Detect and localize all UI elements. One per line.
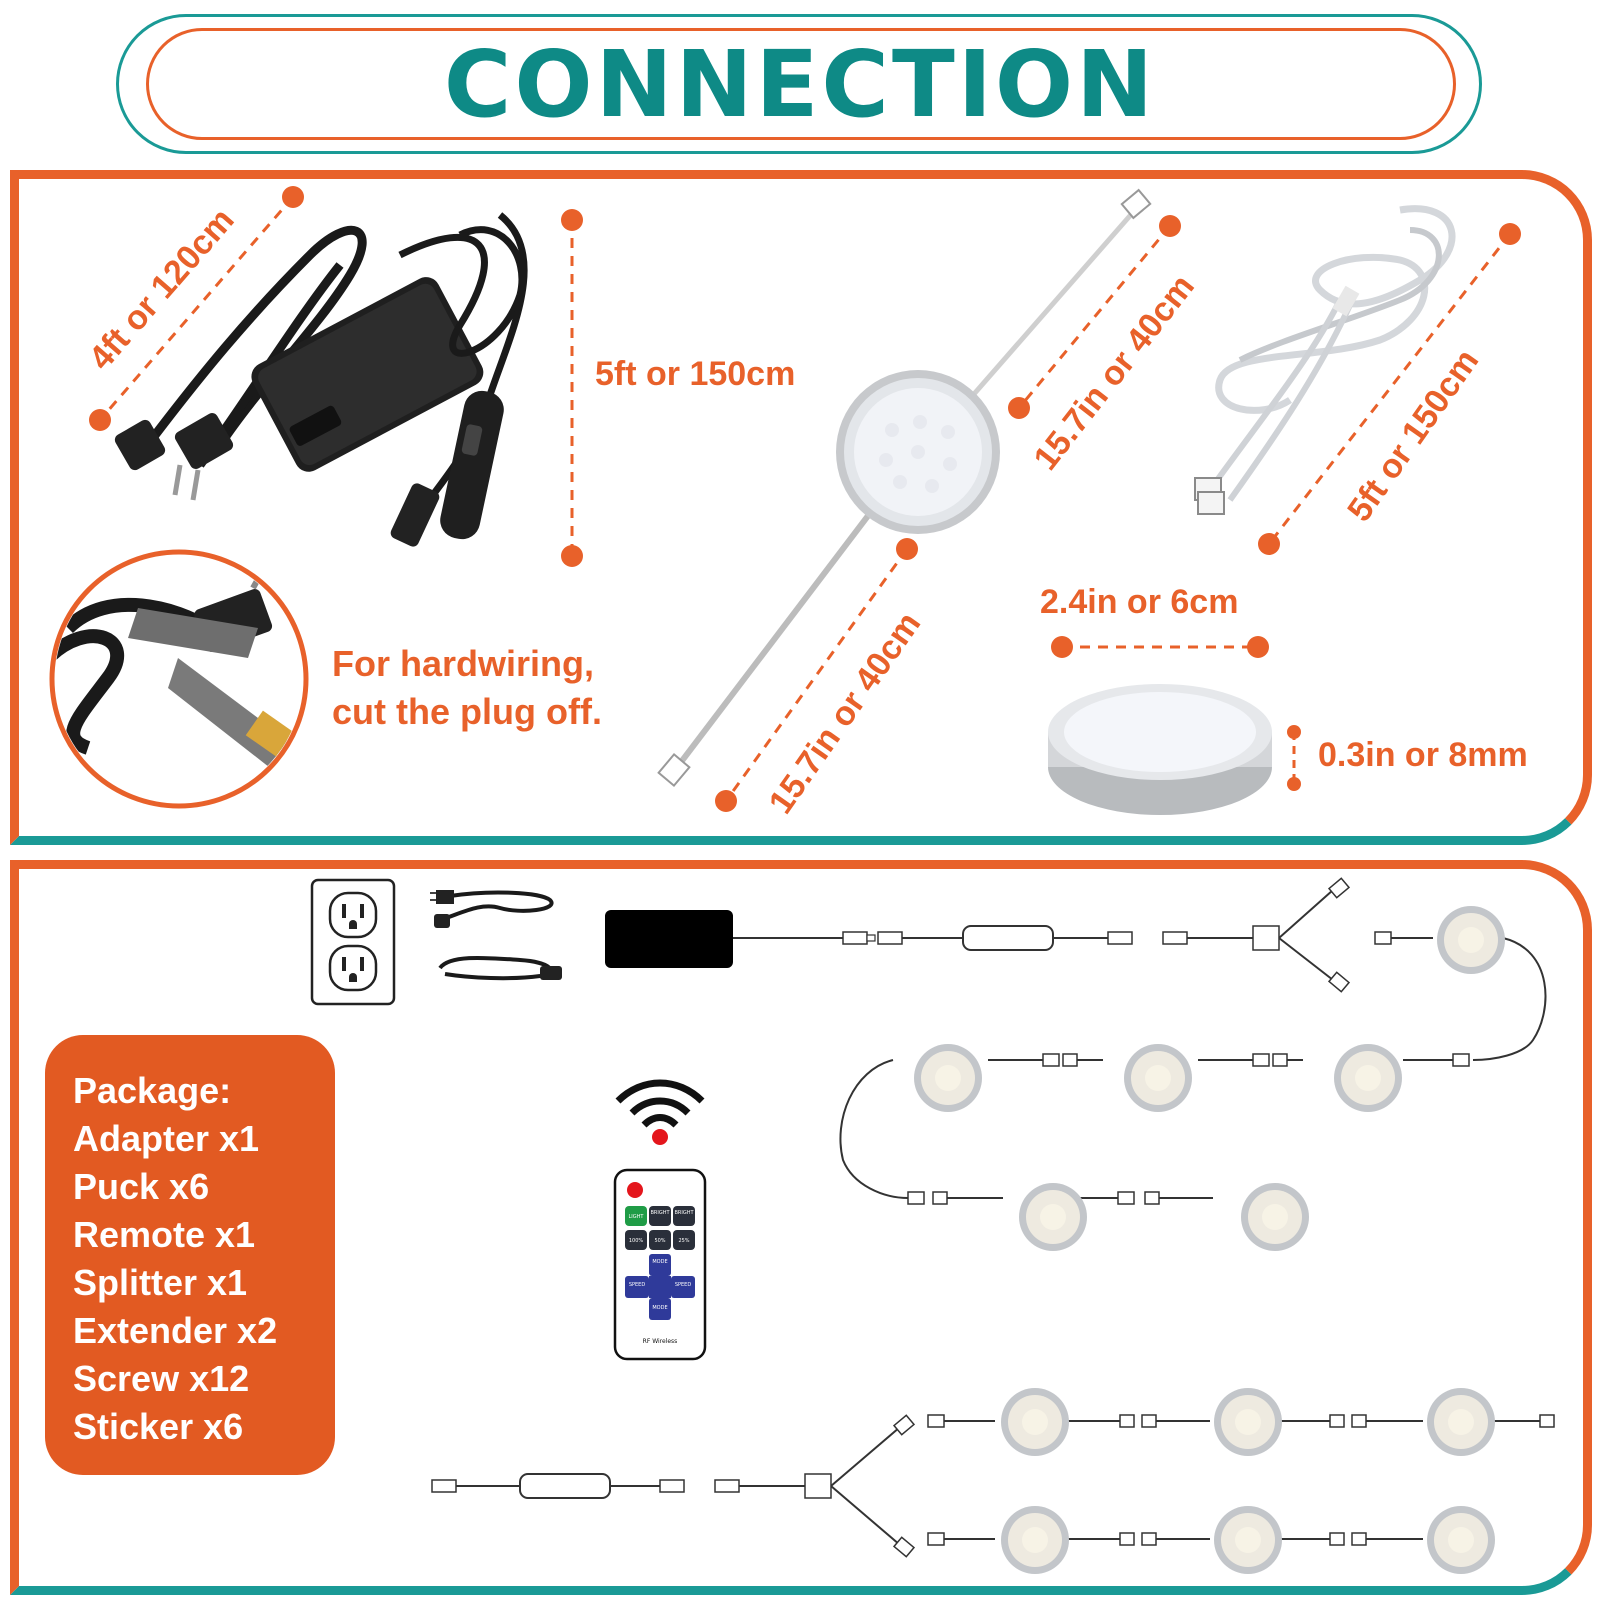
puck-light-icon	[1001, 1388, 1069, 1456]
extension-cable-illustration	[1194, 205, 1456, 515]
remote-button-label[interactable]: LIGHT	[629, 1214, 645, 1220]
puck-light-icon	[1437, 906, 1505, 974]
extension-cable-dimension-line	[1258, 223, 1521, 555]
puck-lead-bottom-dimension-line	[715, 538, 918, 812]
puck-light-icon	[1427, 1506, 1495, 1574]
power-cord-dimension-line	[89, 186, 304, 431]
remote-button-label[interactable]: MODE	[652, 1259, 667, 1265]
puck-diameter-label: 2.4in or 6cm	[1040, 583, 1239, 621]
hardwire-note-line2: cut the plug off.	[332, 691, 602, 732]
page-title: CONNECTION	[443, 31, 1157, 138]
package-item: Sticker x6	[73, 1406, 244, 1447]
puck-height-label: 0.3in or 8mm	[1318, 736, 1528, 774]
remote-button-label[interactable]: MODE	[652, 1305, 667, 1311]
puck-height-dimension-line	[1287, 725, 1301, 791]
wiring-chain-bottom	[431, 1414, 1555, 1558]
package-item: Screw x12	[73, 1358, 250, 1399]
puck-light-icon	[1241, 1183, 1309, 1251]
package-item: Extender x2	[73, 1310, 278, 1351]
puck-diameter-dimension-line	[1051, 636, 1269, 658]
puck-lead-top-dimension-line	[1008, 215, 1181, 419]
header-outer-frame	[116, 14, 1482, 154]
wireless-signal-icon	[615, 1079, 705, 1145]
puck-light-icon	[1019, 1183, 1087, 1251]
power-adapter-icon	[605, 910, 733, 968]
puck-light-icon	[1427, 1388, 1495, 1456]
remote-button-label[interactable]: BRIGHT	[674, 1210, 694, 1216]
puck-light-icon	[1334, 1044, 1402, 1112]
wiring-chain-top	[733, 877, 1547, 1205]
header-inner-frame	[146, 28, 1456, 140]
hardwire-note: For hardwiring, cut the plug off.	[332, 640, 602, 736]
remote-button-label[interactable]: 25%	[678, 1238, 689, 1244]
remote-button-label[interactable]: BRIGHT	[650, 1210, 670, 1216]
remote-footer-label: RF Wireless	[643, 1338, 678, 1345]
puck-side-view-illustration	[1048, 684, 1272, 815]
package-item: Puck x6	[73, 1166, 210, 1207]
puck-light-icon	[1124, 1044, 1192, 1112]
adapter-cable-length-label: 5ft or 150cm	[595, 355, 796, 393]
puck-light-icon	[1001, 1506, 1069, 1574]
wall-outlet-icon	[310, 878, 396, 1006]
power-cord-icon	[430, 890, 562, 981]
hardwire-cut-illustration	[49, 549, 309, 809]
power-adapter-illustration	[114, 212, 528, 547]
rf-remote-icon: LIGHT BRIGHT BRIGHT 100% 50% 25% MODE SP…	[613, 1168, 707, 1361]
remote-button-label[interactable]: SPEED	[629, 1282, 646, 1288]
package-contents-box: Package: Adapter x1 Puck x6 Remote x1 Sp…	[45, 1035, 335, 1475]
adapter-cable-dimension-line	[561, 209, 583, 567]
puck-light-icon	[1214, 1506, 1282, 1574]
remote-button-label[interactable]: 100%	[629, 1238, 644, 1244]
puck-light-icon	[914, 1044, 982, 1112]
remote-button-label[interactable]: 50%	[654, 1238, 665, 1244]
hardwire-note-line1: For hardwiring,	[332, 643, 595, 684]
package-item: Remote x1	[73, 1214, 256, 1255]
package-item: Splitter x1	[73, 1262, 248, 1303]
puck-light-with-leads-illustration	[657, 188, 1152, 788]
package-heading: Package:	[73, 1070, 232, 1111]
package-item: Adapter x1	[73, 1118, 260, 1159]
puck-light-icon	[1214, 1388, 1282, 1456]
remote-button-label[interactable]: SPEED	[675, 1282, 692, 1288]
